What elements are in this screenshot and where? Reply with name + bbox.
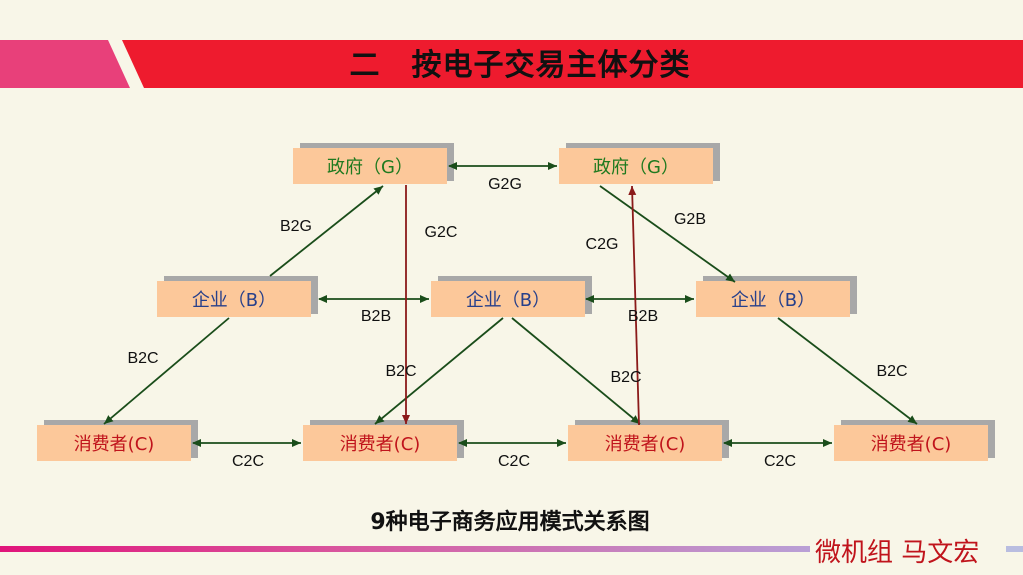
edge-label-b2c-right: B2C <box>876 363 907 380</box>
edge-label-g2b: G2B <box>674 211 706 228</box>
edge-label-g2c: G2C <box>425 224 458 241</box>
edge-label-g2g: G2G <box>488 176 522 193</box>
page-title: 二 按电子交易主体分类 <box>349 48 691 83</box>
arrow-b2c-right <box>777 317 918 425</box>
node-biz-right: 企业（B） <box>696 276 857 317</box>
title-banner <box>0 40 1023 88</box>
edge-label-c2g: C2G <box>586 236 619 253</box>
node-consumer-1-label: 消费者(C) <box>74 434 155 455</box>
node-consumer-4-label: 消费者(C) <box>871 434 952 455</box>
edge-label-b2b-right: B2B <box>628 308 658 325</box>
arrow-b2c-left <box>103 317 230 425</box>
node-consumer-4: 消费者(C) <box>834 420 995 461</box>
author-credit: 微机组 马文宏 <box>815 538 980 568</box>
node-consumer-2-label: 消费者(C) <box>340 434 421 455</box>
node-consumer-2: 消费者(C) <box>303 420 464 461</box>
node-consumer-3: 消费者(C) <box>568 420 729 461</box>
node-biz-mid: 企业（B） <box>431 276 592 317</box>
edge-label-b2c-mid-left: B2C <box>385 363 416 380</box>
node-gov-right: 政府（G） <box>559 143 720 184</box>
node-biz-mid-label: 企业（B） <box>466 290 550 311</box>
arrow-g2b <box>599 185 736 283</box>
edge-label-b2c-mid-right: B2C <box>610 369 641 386</box>
node-gov-left: 政府（G） <box>293 143 454 184</box>
node-consumer-1: 消费者(C) <box>37 420 198 461</box>
node-gov-right-label: 政府（G） <box>593 157 679 178</box>
edge-label-c2c-2: C2C <box>498 453 530 470</box>
node-consumer-3-label: 消费者(C) <box>605 434 686 455</box>
arrow-c2g <box>628 185 640 426</box>
edge-label-c2c-3: C2C <box>764 453 796 470</box>
edge-label-b2c-left: B2C <box>127 350 158 367</box>
footer-gradient-bar <box>0 546 810 552</box>
footer-bar-end <box>1006 546 1023 552</box>
node-biz-left: 企业（B） <box>157 276 318 317</box>
node-gov-left-label: 政府（G） <box>327 157 413 178</box>
node-biz-left-label: 企业（B） <box>192 290 276 311</box>
edge-label-c2c-1: C2C <box>232 453 264 470</box>
arrow-b2c-mid-left <box>374 317 504 425</box>
edge-label-b2g: B2G <box>280 218 312 235</box>
arrow-b2c-mid-right <box>511 317 641 425</box>
diagram-caption: 9种电子商务应用模式关系图 <box>370 510 650 535</box>
edge-label-b2b-left: B2B <box>361 308 391 325</box>
node-biz-right-label: 企业（B） <box>731 290 815 311</box>
arrow-b2g <box>269 185 384 277</box>
